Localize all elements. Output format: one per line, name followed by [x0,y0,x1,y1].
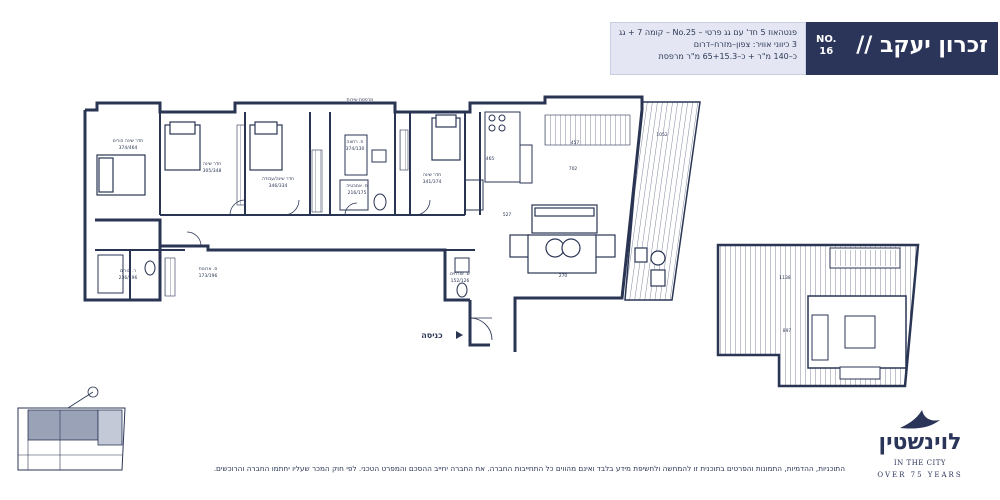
dim-corridor: 527 [503,212,512,218]
logo-subline: OVER 75 YEARS [877,471,963,479]
room-label: ח. אמבטיה [346,184,367,189]
apartment-walls [83,95,644,352]
room-label: ש. אורחים [450,272,470,277]
bird-icon [900,410,940,429]
room-size: 374/130 [346,146,365,152]
dim-living-depth: 702 [569,166,578,172]
room-label: חדר שינה [203,162,221,167]
unit-number: NO. 16 [816,34,836,58]
closets [164,114,631,297]
room-size: 305/348 [203,168,222,174]
room-label: חדר שינה/עבודה [262,176,294,182]
project-title: זכרון יעקב // [856,33,988,58]
bathroom-fixtures [97,134,470,298]
unit-info-box: פנטהאוז 5 חד' עם גג פרטי – No.25 – קומה … [610,22,806,75]
room-size: 346/334 [269,183,288,189]
room-label: ר. הורים [120,269,137,274]
room-size: 236/196 [119,275,138,281]
room-labels: חדר שינה הורים 374/464 חדר שינה 305/348 … [113,139,470,284]
room-size: 216/175 [348,190,367,196]
entrance-label: כניסה [421,331,443,340]
entrance-marker: כניסה [421,331,463,340]
beds [96,114,461,196]
interior-walls [95,112,481,300]
logo-name: לוינשטין [878,430,962,455]
room-size: 374/464 [119,145,138,151]
kitchen [464,111,533,211]
logo-tagline: IN THE CITY [893,459,947,467]
unit-info-line-3: כ–140 מ"ר + כ–65+15.3 מ"ר מרפסת [658,52,797,61]
company-logo: לוינשטין IN THE CITY OVER 75 YEARS [858,404,982,484]
key-plan [17,386,126,471]
living-room-furniture [509,204,666,287]
header: פנטהאוז 5 חד' עם גג פרטי – No.25 – קומה … [610,22,998,75]
roof-plan [716,243,920,388]
project-title-box: NO. 16 זכרון יעקב // [806,22,998,75]
dim-living-width: 457 [571,140,580,146]
room-label: ח. רחצה [347,140,364,145]
unit-info-line-2: 3 כיווני אוויר: צפון–מזרח–דרום [693,40,797,49]
doors [186,199,493,341]
dim-sofa: 270 [559,273,568,279]
disclaimer: התוכניות, ההדמיות, התמונות והפרטים בתוכנ… [213,464,845,473]
room-size: 173/196 [199,273,218,279]
unit-number-label: NO. [816,34,837,45]
room-size: 152/126 [451,278,470,284]
unit-info-line-1: פנטהאוז 5 חד' עם גג פרטי – No.25 – קומה … [618,28,797,37]
dim-kitchen: 465 [486,156,495,162]
unit-number-value: 16 [819,46,834,57]
street-label: מרפסת שירות [347,98,374,103]
room-label: חדר שינה [423,173,441,178]
room-label: ס. ארונות [199,267,218,272]
room-size: 341/374 [423,179,442,185]
room-label: חדר שינה הורים [113,139,143,144]
dim-balcony: 1052 [656,132,668,138]
